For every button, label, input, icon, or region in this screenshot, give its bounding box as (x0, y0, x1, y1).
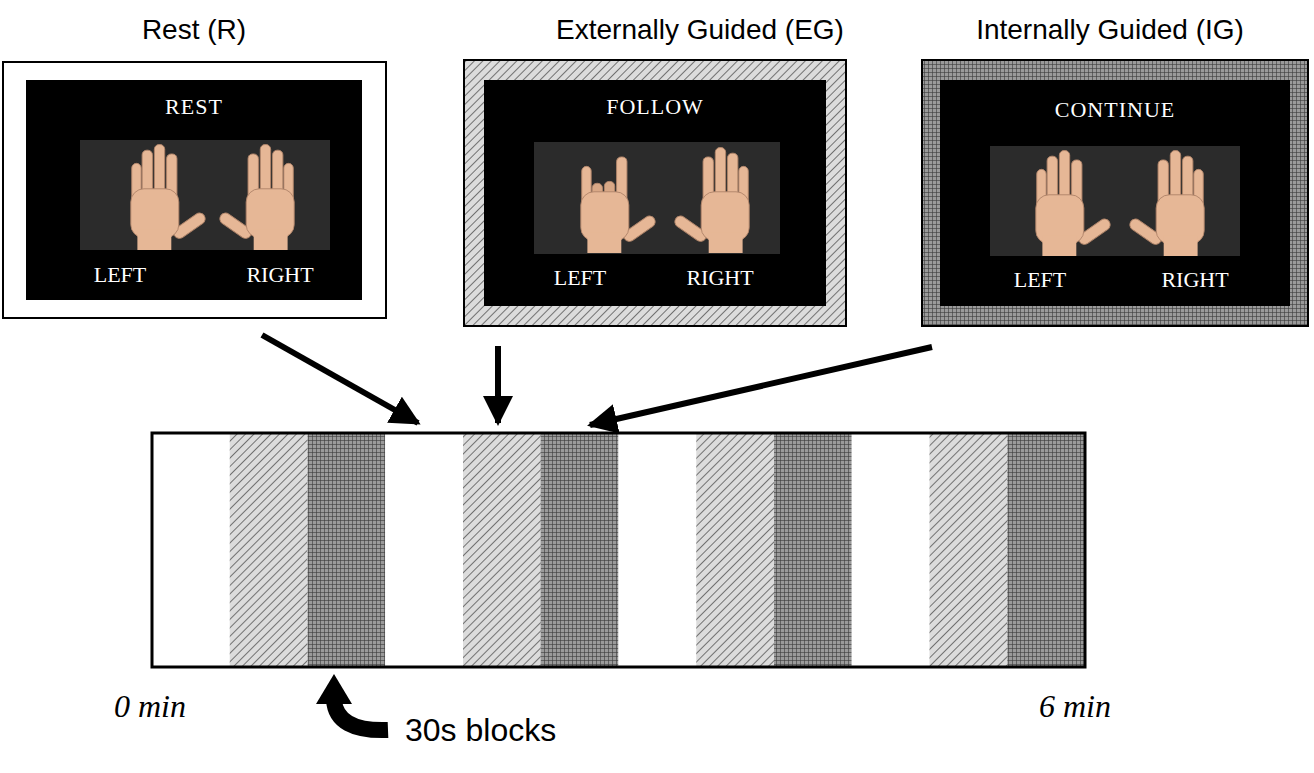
hands-photo (990, 146, 1240, 256)
ig-block (774, 433, 852, 667)
screen (484, 80, 826, 306)
hands-photo (80, 140, 330, 250)
hand-side-label: LEFT (554, 265, 607, 291)
hand-side-label: LEFT (94, 262, 147, 288)
hand-side-label: RIGHT (686, 265, 753, 291)
rest-block (852, 433, 930, 667)
time-label: 0 min (114, 688, 186, 725)
panel-frame (3, 62, 386, 318)
pointer-arrow (262, 335, 418, 423)
left-hand (131, 145, 208, 250)
rest-block (619, 433, 697, 667)
screen-instruction: REST (165, 94, 223, 120)
curved-arrow-shaft (334, 700, 388, 730)
eg-block (696, 433, 774, 667)
block-duration-label: 30s blocks (405, 712, 556, 749)
rest-panel (3, 62, 386, 318)
screen-instruction: CONTINUE (1055, 97, 1175, 123)
panel-heading: Rest (R) (142, 14, 246, 46)
hands-photo (534, 142, 780, 254)
hand-side-label: RIGHT (1161, 267, 1228, 293)
curved-arrow (316, 674, 388, 730)
panel-heading: Internally Guided (IG) (976, 14, 1244, 46)
ig-panel (922, 60, 1308, 326)
panel-heading: Externally Guided (EG) (556, 14, 844, 46)
stimulus-panel: Externally Guided (EG)FOLLOWLEFTRIGHT (464, 60, 846, 326)
right-hand (218, 145, 295, 250)
ig-block (1007, 433, 1085, 667)
screen (26, 80, 362, 300)
stimulus-panel: Rest (R)RESTLEFTRIGHT (3, 62, 386, 318)
timeline-outline (152, 433, 1085, 667)
left-hand (1036, 151, 1113, 256)
eg-panel (464, 60, 846, 326)
pointer-arrow (495, 346, 501, 423)
eg-block (463, 433, 541, 667)
rest-block (385, 433, 463, 667)
right-hand (673, 148, 750, 253)
screen-instruction: FOLLOW (606, 94, 704, 120)
rest-block (152, 433, 230, 667)
hand-side-label: LEFT (1014, 267, 1067, 293)
hand-side-label: RIGHT (246, 262, 313, 288)
panel-frame (464, 60, 846, 326)
eg-block (930, 433, 1008, 667)
ig-block (541, 433, 619, 667)
eg-block (230, 433, 308, 667)
left-hand (581, 157, 658, 253)
right-hand (1128, 151, 1205, 256)
pointer-arrow (590, 347, 932, 425)
pointer-arrows (262, 335, 932, 425)
ig-block (308, 433, 386, 667)
stimulus-panel: Internally Guided (IG)CONTINUELEFTRIGHT (922, 60, 1308, 326)
timeline (152, 433, 1085, 667)
screen (940, 80, 1290, 306)
panel-frame (922, 60, 1308, 326)
time-label: 6 min (1039, 688, 1111, 725)
curved-arrow-head (316, 674, 352, 704)
